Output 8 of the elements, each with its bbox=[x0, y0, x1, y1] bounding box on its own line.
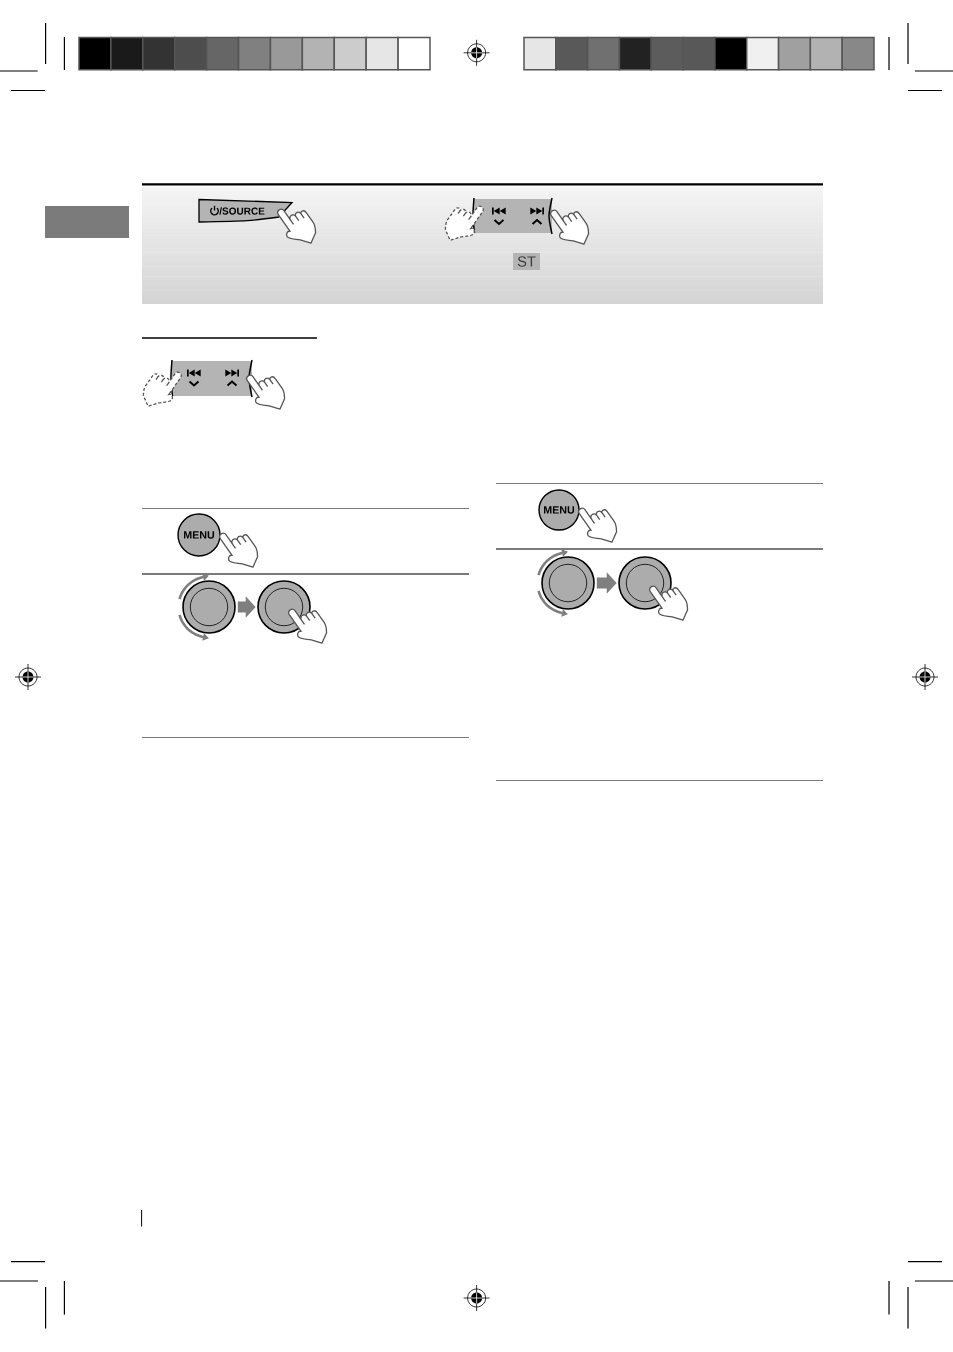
side-tab bbox=[45, 206, 129, 238]
press-button: /SOURCE bbox=[198, 198, 293, 223]
control-dial bbox=[541, 556, 595, 610]
control-dial bbox=[182, 580, 236, 634]
round-button: MENU bbox=[538, 489, 580, 531]
header-band bbox=[142, 187, 823, 304]
indicator-box: ST bbox=[513, 253, 540, 270]
round-button: MENU bbox=[177, 513, 221, 557]
